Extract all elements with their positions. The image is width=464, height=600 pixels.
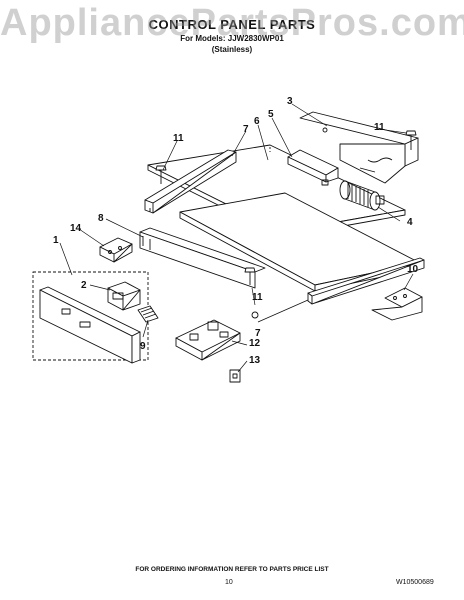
callout-11-center: 11 bbox=[252, 292, 263, 303]
callout-9: 9 bbox=[140, 341, 146, 352]
callout-12: 12 bbox=[249, 338, 261, 349]
callout-14: 14 bbox=[70, 223, 82, 234]
callout-5: 5 bbox=[268, 109, 274, 120]
blower-fan bbox=[339, 180, 385, 211]
callout-8: 8 bbox=[98, 213, 104, 224]
callout-3: 3 bbox=[287, 96, 293, 107]
mounting-bracket bbox=[371, 287, 423, 321]
callout-2: 2 bbox=[81, 280, 87, 291]
callout-10: 10 bbox=[407, 264, 419, 275]
callout-7-lower: 7 bbox=[255, 328, 261, 339]
callout-11-right: 11 bbox=[374, 122, 385, 133]
relay-board bbox=[175, 319, 241, 361]
bracket-5 bbox=[287, 149, 339, 186]
watermark: AppliancePartsPros.com bbox=[0, 2, 464, 44]
document-number: W10500689 bbox=[396, 579, 434, 586]
screw-center bbox=[244, 267, 259, 319]
callout-4: 4 bbox=[407, 217, 413, 228]
screw-top-right bbox=[405, 130, 417, 150]
page-number: 10 bbox=[225, 579, 233, 586]
callout-1: 1 bbox=[53, 235, 59, 246]
model-line: For Models: JJW2830WP01 bbox=[180, 34, 284, 43]
callout-6: 6 bbox=[254, 116, 260, 127]
front-bottom-trim bbox=[307, 257, 425, 305]
callout-13: 13 bbox=[249, 355, 261, 366]
keypad-connector bbox=[137, 305, 159, 323]
small-switch bbox=[229, 369, 241, 383]
callout-7-upper: 7 bbox=[243, 124, 249, 135]
page-title: CONTROL PANEL PARTS bbox=[148, 17, 316, 32]
small-bracket-14 bbox=[99, 237, 133, 263]
front-top-trim bbox=[139, 227, 266, 289]
control-panel-assembly bbox=[32, 271, 149, 364]
finish-label: (Stainless) bbox=[211, 45, 253, 54]
rear-bracket bbox=[299, 111, 419, 184]
side-trim-left bbox=[144, 149, 237, 214]
ordering-note: FOR ORDERING INFORMATION REFER TO PARTS … bbox=[135, 566, 329, 573]
control-board bbox=[107, 281, 141, 311]
callout-11-left: 11 bbox=[173, 133, 184, 144]
